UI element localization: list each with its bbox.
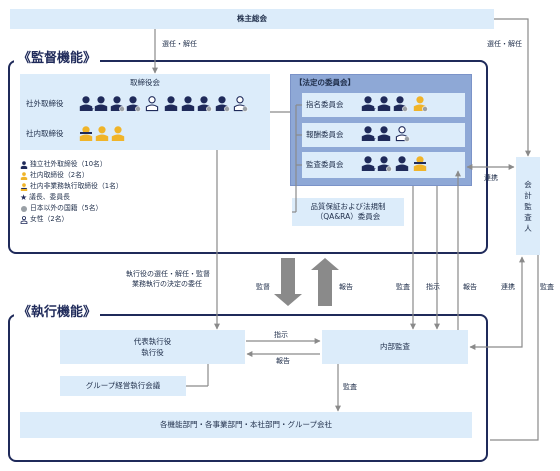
qa-ra-committee-line1: 品質保証および法規制 (310, 202, 386, 211)
compensation-committee-label: 報酬委員会 (306, 130, 344, 139)
elect-dismiss-label-right: 選任・解任 (487, 40, 522, 48)
delegation-label-line1: 執行役の選任・解任・監督 (126, 270, 210, 278)
report-h-label: 報告 (276, 357, 290, 365)
execution-frame (8, 314, 488, 462)
inside-non-executive-director-icon (20, 182, 28, 191)
execution-title: 《執行機能》 (14, 305, 101, 321)
accounting-auditor-label: 会計監査人 (524, 180, 532, 233)
board-of-directors-box: 取締役会 社外取締役 社内取締役 (20, 74, 270, 150)
legend-female: 女性（2名） (20, 215, 68, 224)
supervision-frame (8, 60, 488, 254)
supervise-big-arrow (274, 258, 302, 306)
star-icon: ★ (20, 192, 28, 202)
audit-committee-members: ★ (361, 156, 427, 173)
shareholders-meeting-box: 株主総会 (10, 9, 494, 29)
legend-chair: ★ 議長、委員長 (20, 193, 70, 202)
female-icon (20, 215, 28, 224)
compensation-committee-members: ★ (361, 126, 410, 143)
departments-box: 各機能部門・各事業部門・本社部門・グループ会社 (20, 412, 472, 438)
legend-inside-director: 社内取締役（2名） (20, 171, 89, 180)
outside-directors-row: ★ (79, 96, 248, 113)
foreign-nationality-icon (20, 205, 28, 212)
audit-down-label: 監査 (396, 283, 410, 291)
departments-label: 各機能部門・各事業部門・本社部門・グループ会社 (159, 420, 333, 429)
legend-text: 独立社外取締役（10名） (30, 160, 107, 168)
group-executive-committee-box: グループ経営執行会議 (60, 376, 186, 396)
internal-audit-box: 内部監査 (322, 330, 468, 364)
legend-inside-non-executive: 社内非業務執行取締役（1名） (20, 182, 123, 191)
accounting-auditor-box: 会計監査人 (516, 157, 540, 255)
svg-text:★: ★ (371, 166, 376, 173)
qa-ra-committee-box: 品質保証および法規制 （QA&RA）委員会 (292, 198, 404, 226)
outside-directors-label: 社外取締役 (26, 99, 64, 108)
shareholders-meeting-label: 株主総会 (237, 14, 267, 23)
legend-text: 女性（2名） (30, 215, 69, 223)
elect-dismiss-label-left: 選任・解任 (162, 40, 197, 48)
svg-text:★: ★ (89, 106, 94, 113)
inside-directors-label: 社内取締役 (26, 129, 64, 138)
audit-committee-label: 監査委員会 (306, 160, 344, 169)
report-center-label: 報告 (339, 283, 353, 291)
nomination-committee-label: 指名委員会 (306, 100, 344, 109)
group-executive-committee-label: グループ経営執行会議 (85, 381, 161, 390)
cooperation-mid-label: 連携 (484, 174, 498, 182)
inside-director-icon (20, 171, 28, 180)
instruct-h-label: 指示 (274, 331, 288, 339)
elect-dismiss-arrow-right (494, 18, 531, 157)
representative-executive-officer-box: 代表執行役 執行役 (60, 330, 245, 364)
supervise-label: 監督 (256, 283, 270, 291)
legend-text: 議長、委員長 (29, 193, 70, 201)
cooperation-low-label: 連携 (501, 283, 515, 291)
independent-outside-director-icon (20, 160, 28, 169)
legend-text: 日本以外の国籍（5名） (30, 204, 103, 212)
inside-directors-row (79, 126, 125, 141)
internal-audit-inner-label: 監査 (343, 383, 357, 391)
svg-text:★: ★ (371, 106, 376, 113)
executive-officer-label: 執行役 (141, 348, 164, 357)
delegation-label-line2: 業務執行の決定の委任 (132, 280, 202, 288)
instruct-down-label: 指示 (426, 283, 440, 291)
legend-foreign: 日本以外の国籍（5名） (20, 204, 102, 213)
internal-audit-label: 内部監査 (380, 342, 410, 351)
legend-text: 社内取締役（2名） (30, 171, 89, 179)
statutory-committees-title: 【法定の委員会】 (295, 78, 355, 87)
report-up-label: 報告 (463, 283, 477, 291)
auditor-audit-label: 監査 (540, 283, 554, 291)
cooperation-arrow-low (469, 256, 525, 350)
legend-text: 社内非業務執行取締役（1名） (30, 182, 123, 190)
nomination-committee-members: ★ (361, 96, 428, 113)
svg-text:★: ★ (371, 136, 376, 143)
representative-executive-officer-label: 代表執行役 (133, 337, 172, 346)
report-big-arrow (311, 258, 339, 306)
board-title: 取締役会 (130, 78, 160, 87)
legend-independent-outside: 独立社外取締役（10名） (20, 160, 107, 169)
auditor-audit-line (490, 255, 539, 441)
supervision-title: 《監督機能》 (14, 51, 101, 67)
qa-ra-committee-line2: （QA&RA）委員会 (315, 212, 381, 221)
